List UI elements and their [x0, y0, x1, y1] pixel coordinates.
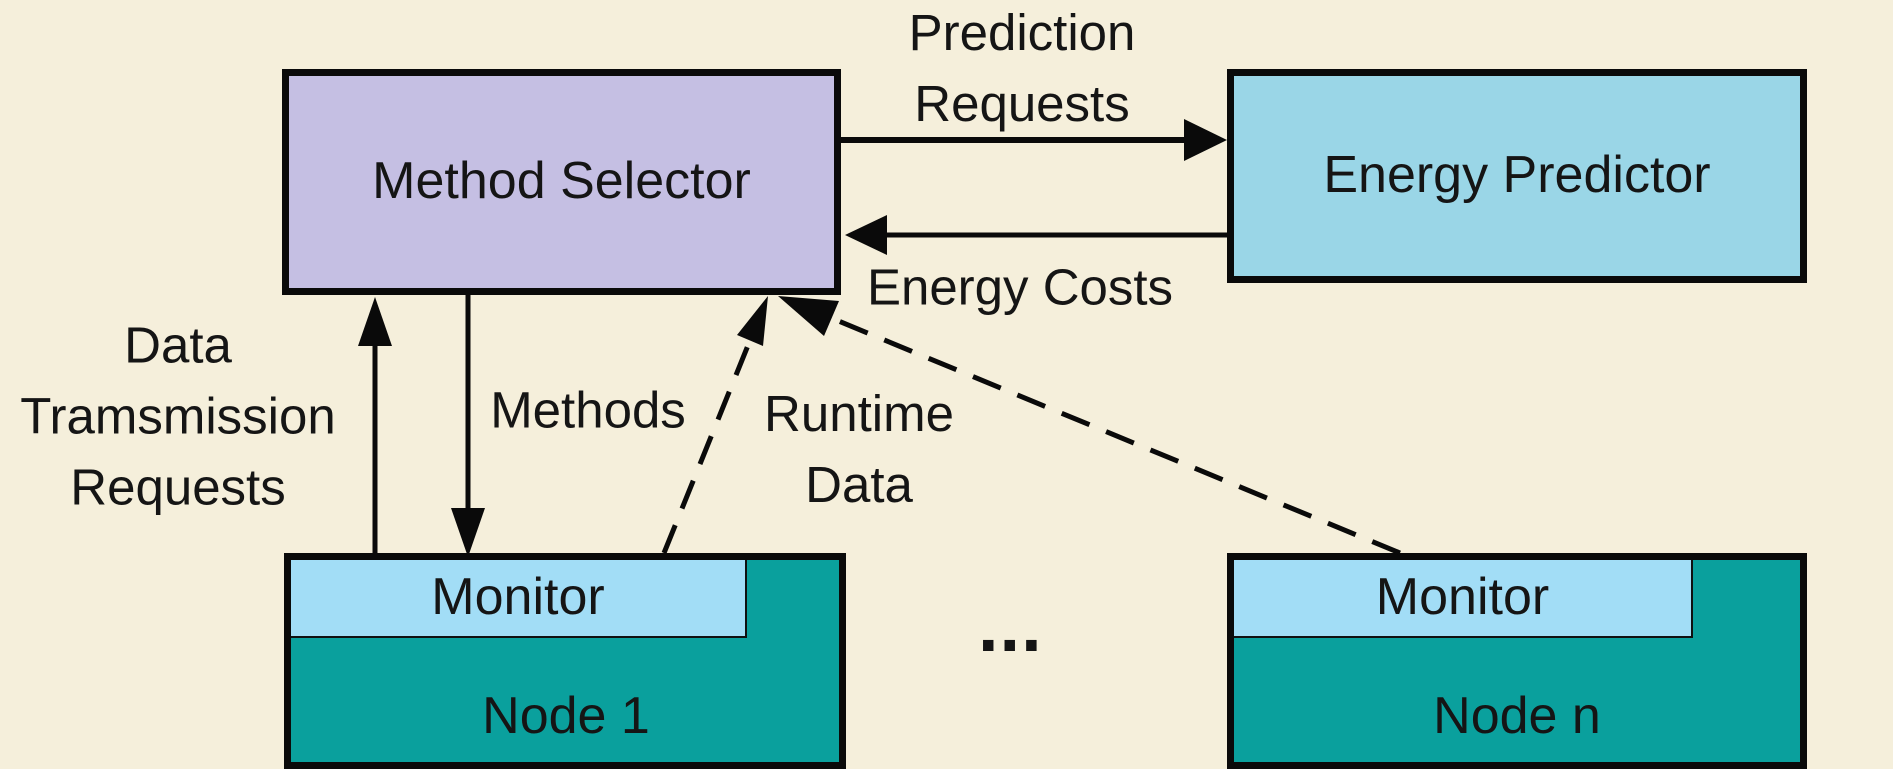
arrowhead-up-icon [358, 297, 392, 346]
arrowhead-down-icon [451, 508, 485, 557]
data-transmission-label: Data Tramsmission Requests [20, 310, 335, 523]
arrowhead-left-icon [845, 215, 887, 255]
methods-label: Methods [490, 381, 686, 439]
energy-costs-label: Energy Costs [866, 258, 1174, 316]
energy-predictor-label: Energy Predictor [1323, 146, 1711, 205]
methods-arrow [451, 295, 485, 557]
node-n-monitor-box: Monitor [1234, 560, 1693, 638]
node-1-monitor-box: Monitor [291, 560, 747, 638]
data-transmission-arrow [358, 297, 392, 557]
prediction-requests-line2: Requests [914, 75, 1130, 132]
node-n-label: Node n [1433, 687, 1601, 745]
runtime-data-line1: Runtime [764, 385, 954, 442]
node-n-monitor-label: Monitor [1375, 568, 1550, 627]
prediction-requests-line1: Prediction [908, 4, 1136, 61]
ellipsis-more-nodes: ... [978, 584, 1043, 667]
arrowhead-right-icon [1184, 119, 1227, 161]
data-transmission-line1: Data [124, 316, 232, 374]
node-1-monitor-label: Monitor [431, 568, 605, 627]
arrowhead-dashed-1-icon [737, 296, 768, 346]
method-selector-box: Method Selector [282, 69, 841, 295]
energy-costs-arrow [845, 215, 1227, 255]
energy-predictor-box: Energy Predictor [1227, 69, 1807, 283]
node-1-label: Node 1 [482, 687, 650, 745]
data-transmission-line2: Tramsmission [20, 387, 336, 445]
method-selector-label: Method Selector [372, 152, 751, 211]
prediction-requests-label: Prediction Requests [909, 0, 1136, 139]
runtime-data-label: Runtime Data [764, 378, 954, 520]
runtime-data-line2: Data [805, 456, 913, 513]
data-transmission-line3: Requests [70, 458, 286, 516]
arrowhead-dashed-2-icon [778, 296, 839, 336]
